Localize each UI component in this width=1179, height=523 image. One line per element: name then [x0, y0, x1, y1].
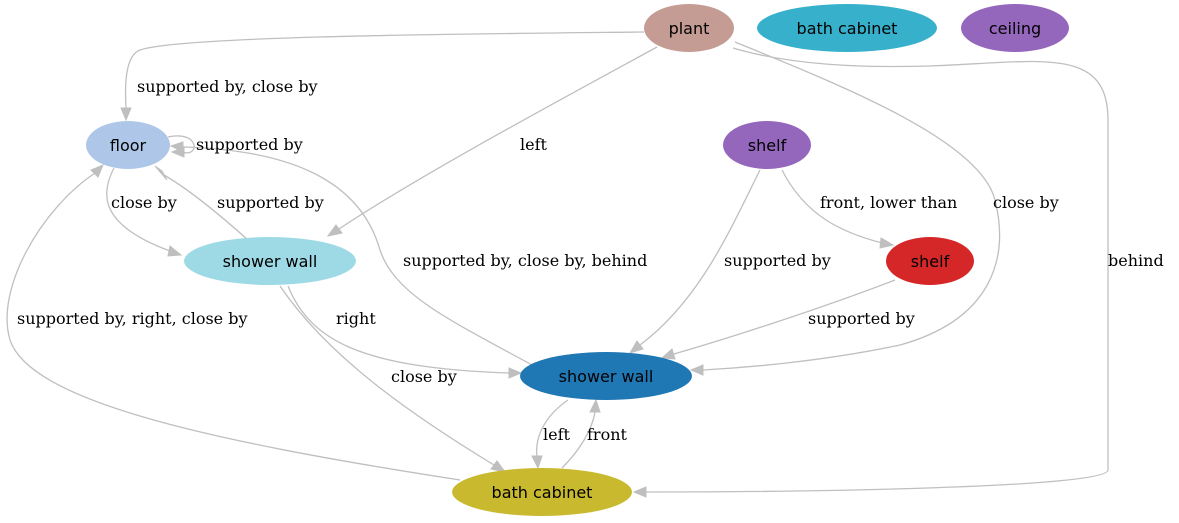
edge-label-bathcabinet-showerwall-blue: front — [587, 425, 628, 444]
node-bath-cabinet-top-shape — [757, 4, 937, 52]
node-bath-cabinet-bottom[interactable]: bath cabinet — [452, 468, 632, 516]
node-shelf-red[interactable]: shelf — [886, 237, 974, 285]
node-shelf-red-shape — [886, 237, 974, 285]
edge-showerwall-light-floor — [163, 174, 249, 241]
edge-label-bathcabinet-floor: supported by, right, close by — [17, 309, 248, 328]
edge-showerwall-blue-floor — [182, 146, 533, 366]
edge-label-floor-self: supported by — [196, 135, 303, 154]
node-shower-wall-blue-shape — [520, 352, 692, 400]
arrowhead-floor-showerwall-light — [167, 245, 183, 257]
edge-showerwall-blue-bathcabinet — [536, 399, 569, 457]
arrowhead-showerwall-blue-bathcabinet — [531, 455, 543, 470]
edge-bathcabinet-floor — [6, 172, 461, 481]
edge-floor-showerwall-light — [106, 167, 171, 252]
node-plant-label: plant — [669, 19, 710, 38]
nodes: plant bath cabinet ceiling floor shelf s… — [86, 4, 1069, 516]
edge-plant-bathcabinet — [645, 47, 1109, 493]
edge-label-showerwall-light-showerwall-blue: right — [336, 309, 376, 328]
edge-showerwall-light-bathcabinet — [279, 285, 495, 466]
arrowhead-shelf-showerwall-blue — [628, 340, 644, 354]
edges — [6, 31, 1109, 498]
node-bath-cabinet-bottom-shape — [452, 468, 632, 516]
node-bath-cabinet-top[interactable]: bath cabinet — [757, 4, 937, 52]
edge-label-showerwall-light-floor: supported by — [217, 193, 324, 212]
edge-label-showerwall-blue-floor: supported by, close by, behind — [403, 251, 647, 270]
edge-plant-showerwall-blue — [702, 41, 1001, 371]
edge-label-shelf-showerwall-blue: supported by — [724, 251, 831, 270]
edge-label-plant-showerwall-light: left — [520, 135, 548, 154]
node-ceiling-label: ceiling — [989, 19, 1041, 38]
edge-plant-showerwall-light — [338, 46, 658, 230]
node-shower-wall-blue[interactable]: shower wall — [520, 352, 692, 400]
arrowhead-showerwall-light-floor — [154, 165, 168, 181]
node-floor-shape — [86, 121, 170, 169]
arrowhead-showerwall-light-bathcabinet — [490, 460, 507, 473]
node-ceiling-shape — [961, 4, 1069, 52]
edge-label-plant-floor: supported by, close by — [137, 77, 318, 96]
node-shower-wall-light-label: shower wall — [223, 252, 318, 271]
edge-label-shelf-shelf: front, lower than — [820, 193, 957, 212]
arrowhead-plant-floor — [120, 107, 132, 122]
edge-shelf-shelf — [781, 169, 883, 244]
node-plant-shape — [644, 4, 734, 52]
arrowhead-shelfred-showerwall-blue — [660, 348, 676, 360]
node-floor-label: floor — [110, 136, 147, 155]
edge-label-plant-showerwall-blue: close by — [993, 193, 1059, 212]
arrowhead-showerwall-blue-floor — [169, 141, 184, 153]
node-shower-wall-light[interactable]: shower wall — [184, 237, 356, 285]
arrowhead-shelf-shelf — [879, 237, 895, 249]
edge-label-plant-bathcabinet: behind — [1108, 251, 1164, 270]
edge-floor-self — [167, 135, 195, 154]
edge-showerwall-light-showerwall-blue — [287, 285, 510, 374]
arrowhead-showerwall-light-showerwall-blue — [508, 367, 523, 379]
node-bath-cabinet-bottom-label: bath cabinet — [492, 483, 593, 502]
node-shelf-purple[interactable]: shelf — [723, 121, 811, 169]
node-floor[interactable]: floor — [86, 121, 170, 169]
arrowhead-plant-bathcabinet — [632, 486, 647, 498]
edge-plant-floor — [124, 31, 645, 109]
edge-label-shelfred-showerwall-blue: supported by — [808, 309, 915, 328]
edge-shelf-showerwall-blue — [639, 169, 761, 346]
node-shower-wall-blue-label: shower wall — [559, 367, 654, 386]
edge-labels: supported by, close by supported by left… — [17, 77, 1164, 444]
arrowhead-plant-showerwall-blue — [689, 364, 704, 376]
arrowhead-plant-showerwall-light — [326, 224, 343, 237]
node-plant[interactable]: plant — [644, 4, 734, 52]
arrowhead-bathcabinet-floor — [90, 164, 104, 178]
edge-label-floor-showerwall-light: close by — [111, 193, 177, 212]
node-bath-cabinet-top-label: bath cabinet — [797, 19, 898, 38]
arrowhead-bathcabinet-showerwall-blue — [589, 398, 601, 413]
edge-shelfred-showerwall-blue — [673, 279, 896, 355]
node-shelf-purple-label: shelf — [748, 136, 787, 155]
edge-bathcabinet-showerwall-blue — [561, 411, 596, 469]
edge-label-showerwall-light-bathcabinet: close by — [391, 367, 457, 386]
node-ceiling[interactable]: ceiling — [961, 4, 1069, 52]
edge-label-showerwall-blue-bathcabinet: left — [543, 425, 571, 444]
node-shower-wall-light-shape — [184, 237, 356, 285]
node-shelf-red-label: shelf — [911, 252, 950, 271]
node-shelf-purple-shape — [723, 121, 811, 169]
